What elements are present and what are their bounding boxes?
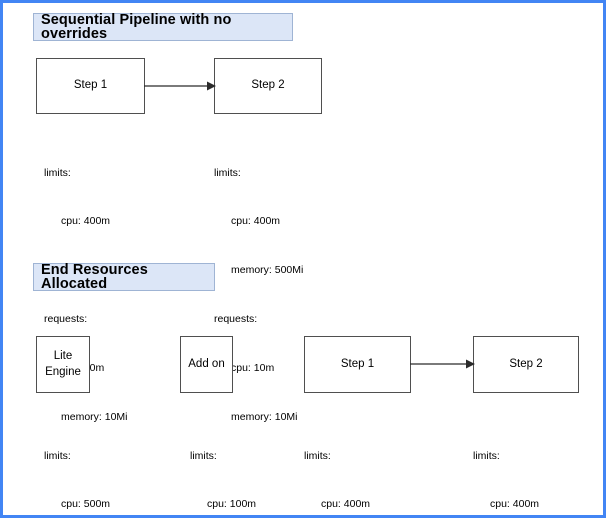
requests-memory: memory: 10Mi xyxy=(231,410,298,423)
resource-spec-lite-engine: limits: cpu: 500m memory: 600Mi requests… xyxy=(44,415,133,515)
limits-key: limits: xyxy=(214,166,241,179)
node-lite-engine[interactable]: Lite Engine xyxy=(36,336,90,393)
section-title-text: Sequential Pipeline with no overrides xyxy=(41,11,232,42)
node-label-line-2: Engine xyxy=(45,365,81,378)
node-label: Step 1 xyxy=(340,357,375,370)
node-step-1-top[interactable]: Step 1 xyxy=(36,58,145,114)
section-title-text: End Resources Allocated xyxy=(41,261,148,292)
requests-memory: memory: 10Mi xyxy=(61,410,128,423)
node-label: Step 2 xyxy=(251,79,285,92)
section-title-sequential-pipeline: Sequential Pipeline with no overrides xyxy=(33,11,293,42)
node-step-2-top[interactable]: Step 2 xyxy=(214,58,322,114)
node-step-2-bottom[interactable]: Step 2 xyxy=(473,336,579,393)
limits-key: limits: xyxy=(190,449,217,462)
limits-key: limits: xyxy=(44,166,71,179)
limits-key: limits: xyxy=(304,449,331,462)
requests-cpu: cpu: 10m xyxy=(231,361,275,374)
limits-memory: memory: 500Mi xyxy=(231,264,304,277)
limits-cpu: cpu: 500m xyxy=(61,498,111,511)
node-label: Step 1 xyxy=(73,79,108,92)
node-label-line-1: Lite xyxy=(53,349,73,362)
limits-cpu: cpu: 400m xyxy=(231,215,281,228)
limits-cpu: cpu: 400m xyxy=(321,498,371,511)
requests-key: requests: xyxy=(44,312,88,325)
section-title-end-resources-allocated: End Resources Allocated xyxy=(33,261,215,292)
limits-cpu: cpu: 400m xyxy=(61,215,111,228)
resource-spec-step-1-top: limits: cpu: 400m memory: 500Mi requests… xyxy=(44,132,133,457)
requests-key: requests: xyxy=(214,312,258,325)
resource-spec-step-2-bottom: limits: cpu: 400m memory: 500Mi requests… xyxy=(473,415,562,515)
resource-spec-add-on: limits: cpu: 100m memory: 100Mi requests… xyxy=(190,415,279,515)
limits-cpu: cpu: 400m xyxy=(490,498,540,511)
arrow-right-icon-bottom xyxy=(410,359,475,369)
node-label: Step 2 xyxy=(509,357,543,370)
arrow-right-icon-top xyxy=(144,81,216,91)
resource-spec-step-2-top: limits: cpu: 400m memory: 500Mi requests… xyxy=(214,132,303,457)
limits-key: limits: xyxy=(473,449,500,462)
node-label: Lite Engine xyxy=(45,349,81,380)
node-step-1-bottom[interactable]: Step 1 xyxy=(304,336,411,393)
resource-spec-step-1-bottom: limits: cpu: 400m memory: 500Mi requests… xyxy=(304,415,393,515)
node-add-on[interactable]: Add on xyxy=(180,336,233,393)
limits-cpu: cpu: 100m xyxy=(207,498,257,511)
limits-key: limits: xyxy=(44,449,71,462)
node-label: Add on xyxy=(188,357,225,370)
